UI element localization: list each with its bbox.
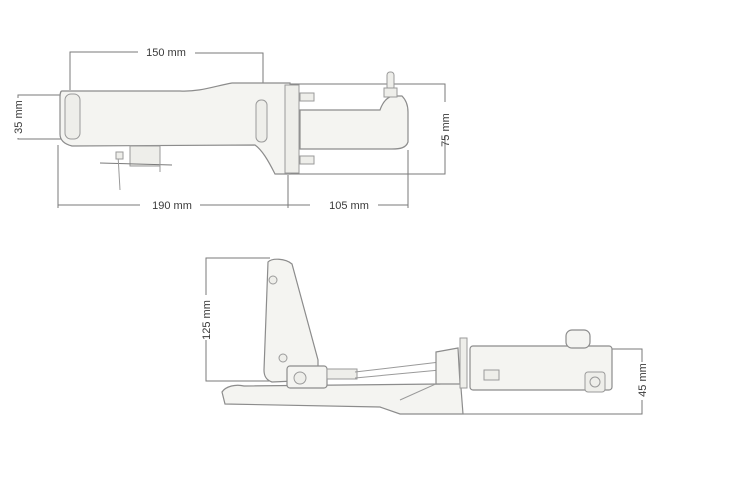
dim-190-105: 190 mm 105 mm — [57, 145, 409, 212]
top-bolt-lower — [299, 155, 315, 165]
top-bolt-upper — [299, 92, 315, 102]
top-clamp-body — [129, 145, 161, 167]
top-slot-left — [64, 93, 81, 140]
side-reservoir-boss — [565, 329, 591, 349]
top-slot-right — [255, 99, 268, 143]
side-bolt-top — [268, 275, 278, 285]
dim-125-label: 125 mm — [201, 300, 213, 340]
side-base-plate — [221, 374, 464, 415]
top-cylinder — [299, 95, 409, 150]
side-clevis-pin — [293, 371, 307, 385]
side-bleed-screw — [483, 369, 500, 381]
side-boot — [435, 347, 461, 385]
top-clamp-screw-left — [117, 154, 121, 191]
dim-45-label: 45 mm — [637, 363, 649, 397]
dim-190-label: 190 mm — [152, 200, 192, 212]
side-clevis — [286, 365, 328, 389]
dim-75-label: 75 mm — [440, 113, 452, 147]
side-view: 125 mm 45 mm — [201, 257, 649, 415]
side-cylinder-body — [469, 345, 613, 391]
dim-125: 125 mm — [201, 257, 275, 382]
top-bracket-plate — [59, 82, 291, 175]
dim-35-label: 35 mm — [13, 100, 25, 134]
dim-35: 35 mm — [13, 94, 65, 140]
dim-150-label: 150 mm — [146, 47, 186, 59]
side-bolt-bottom — [278, 353, 288, 363]
dim-45: 45 mm — [460, 348, 649, 415]
dim-75: 75 mm — [290, 83, 452, 175]
top-flange — [284, 84, 300, 174]
top-inlet-nut — [383, 87, 398, 98]
side-rod-nut — [326, 368, 358, 380]
dim-105-label: 105 mm — [329, 200, 369, 212]
side-push-rod — [354, 361, 441, 373]
top-clamp-nut — [115, 151, 124, 160]
top-view: 150 mm 35 mm 75 mm 190 mm 105 mm — [13, 47, 452, 212]
side-flange — [459, 337, 468, 389]
top-inlet-pipe — [386, 71, 395, 91]
